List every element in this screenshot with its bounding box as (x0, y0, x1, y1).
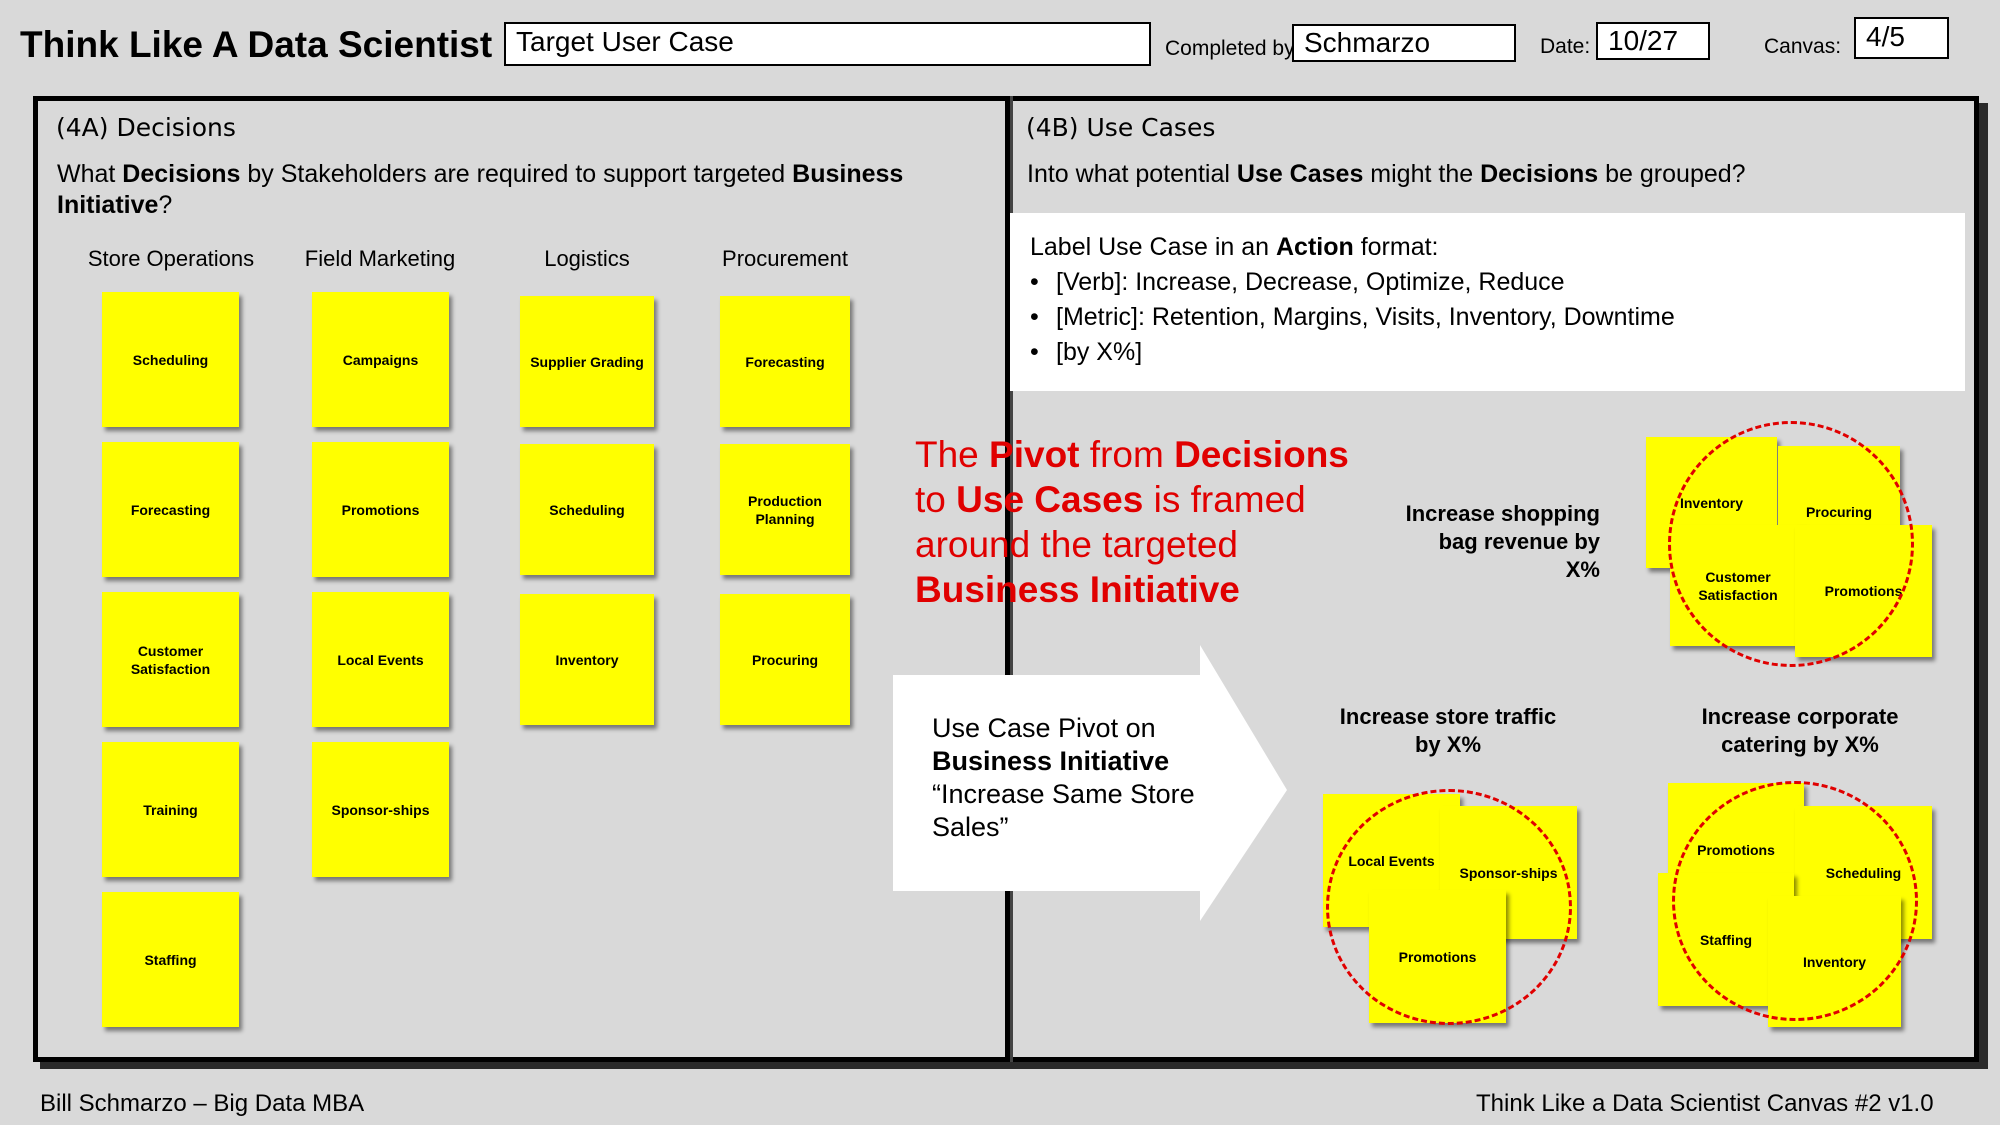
use-cases-heading: (4B) Use Cases (1026, 113, 1216, 142)
sticky-note[interactable]: Campaigns (312, 292, 449, 427)
sticky-note[interactable]: Local Events (312, 592, 449, 727)
instruction-metric: [Metric]: Retention, Margins, Visits, In… (1030, 300, 1675, 335)
sticky-note[interactable]: Promotions (312, 442, 449, 577)
group-circle (1672, 781, 1918, 1021)
column-logistics: Logistics (544, 246, 630, 271)
pivot-statement: The Pivot from Decisions to Use Cases is… (915, 434, 1349, 610)
sticky-note[interactable]: Scheduling (102, 292, 239, 427)
sticky-note[interactable]: Training (102, 742, 239, 877)
instructions-box: Label Use Case in an Action format: [Ver… (1010, 213, 1965, 391)
sticky-note[interactable]: Staffing (102, 892, 239, 1027)
column-procurement: Procurement (722, 246, 848, 271)
group-label-corporate-catering: Increase corporate catering by X% (1701, 704, 1899, 757)
sticky-note[interactable]: Forecasting (720, 296, 850, 427)
completed-by-field[interactable]: Schmarzo (1292, 24, 1516, 62)
section-divider-shadow (1010, 96, 1013, 1062)
sticky-note[interactable]: Sponsor-ships (312, 742, 449, 877)
sticky-note[interactable]: Customer Satisfaction (102, 592, 239, 727)
group-label-store-traffic: Increase store traffic by X% (1339, 704, 1557, 757)
footer-author: Bill Schmarzo – Big Data MBA (40, 1090, 365, 1117)
sticky-note[interactable]: Scheduling (520, 444, 654, 575)
sticky-note[interactable]: Inventory (520, 594, 654, 725)
page-title: Think Like A Data Scientist (20, 24, 493, 65)
section-divider (1005, 96, 1010, 1062)
instructions-text: Label Use Case in an Action format: [Ver… (1030, 230, 1675, 370)
sticky-note[interactable]: Supplier Grading (520, 296, 654, 427)
use-cases-question: Into what potential Use Cases might the … (1027, 160, 1746, 188)
sticky-note[interactable]: Production Planning (720, 444, 850, 575)
column-store-operations: Store Operations (87, 246, 255, 271)
instructions-intro: Label Use Case in an Action format: (1030, 233, 1439, 261)
decisions-heading: (4A) Decisions (56, 113, 236, 142)
canvas-name-field[interactable]: Target User Case (504, 22, 1151, 66)
frame-shadow-right (1979, 103, 1988, 1069)
column-field-marketing: Field Marketing (304, 246, 456, 271)
group-circle (1326, 789, 1572, 1025)
footer-version: Think Like a Data Scientist Canvas #2 v1… (1476, 1090, 1934, 1117)
decisions-question: What Decisions by Stakeholders are requi… (57, 160, 904, 219)
instruction-verb: [Verb]: Increase, Decrease, Optimize, Re… (1030, 265, 1675, 300)
completed-by-label: Completed by (1165, 37, 1295, 60)
instructions-list: [Verb]: Increase, Decrease, Optimize, Re… (1030, 265, 1675, 370)
frame-shadow-bottom (40, 1062, 1988, 1069)
canvas-label: Canvas: (1764, 35, 1842, 58)
group-circle (1668, 421, 1914, 667)
arrow-text: Use Case Pivot on Business Initiative “I… (932, 713, 1195, 842)
sticky-note[interactable]: Forecasting (102, 442, 239, 577)
group-label-shopping-bag: Increase shopping bag revenue by X% (1405, 501, 1600, 582)
date-label: Date: (1540, 35, 1591, 58)
sticky-note[interactable]: Procuring (720, 594, 850, 725)
canvas-number-field[interactable]: 4/5 (1854, 17, 1949, 59)
date-field[interactable]: 10/27 (1596, 22, 1710, 60)
pivot-arrow (893, 645, 1287, 921)
instruction-percent: [by X%] (1030, 335, 1675, 370)
